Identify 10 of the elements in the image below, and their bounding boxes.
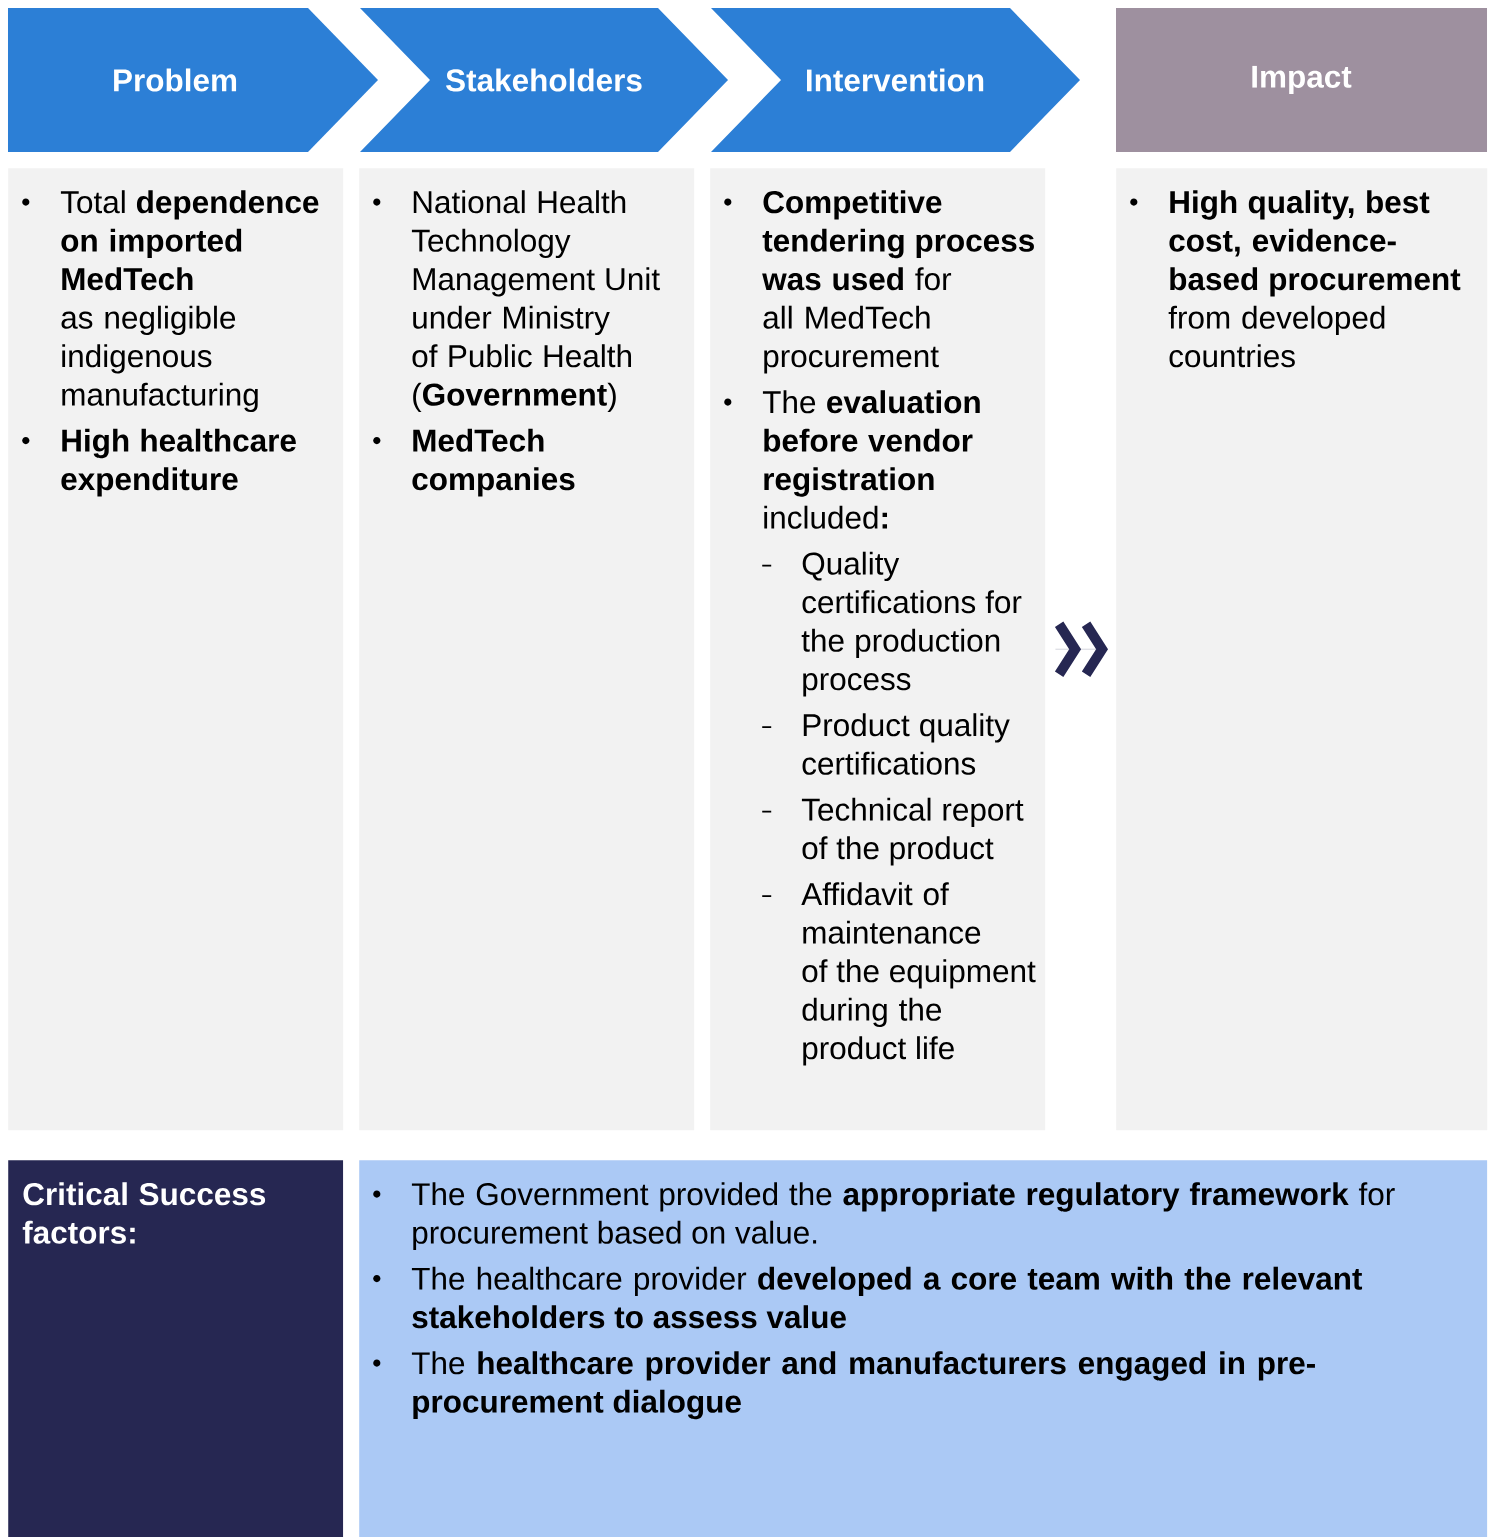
content-panel: High quality, best cost, evidence-based procurement from developed countries	[1116, 168, 1488, 1131]
factors-panel: The Government provided the appropriate regulatory framework for procurement based on value. The healthcare provider developed a core team with the relevant stakeholders to assess value The healthcare provider and manufacturers engaged in pre-procurement dialogue	[359, 1160, 1488, 1537]
chevron-header: Problem	[8, 8, 378, 152]
content-panel: Total dependence on imported MedTech as negligible indigenous manufacturing High healthcare expenditure	[8, 168, 344, 1131]
chevron-header: Stakeholders	[360, 8, 728, 152]
header-box: Impact	[1116, 8, 1487, 152]
chevron-header: Intervention	[711, 8, 1080, 152]
heading-panel: Critical Success factors:	[8, 1160, 344, 1537]
content-panel: Competitive tendering process was used for all MedTech procurement The evaluation before vendor registration included: Quality certifications for the production process Product quality certifications Technical report of the product Affidavit of maintenance of the equipment during the product life	[710, 168, 1046, 1131]
content-panel: National Health Technology Management Unit under Ministry of Public Health (Government) MedTech companies	[359, 168, 695, 1131]
